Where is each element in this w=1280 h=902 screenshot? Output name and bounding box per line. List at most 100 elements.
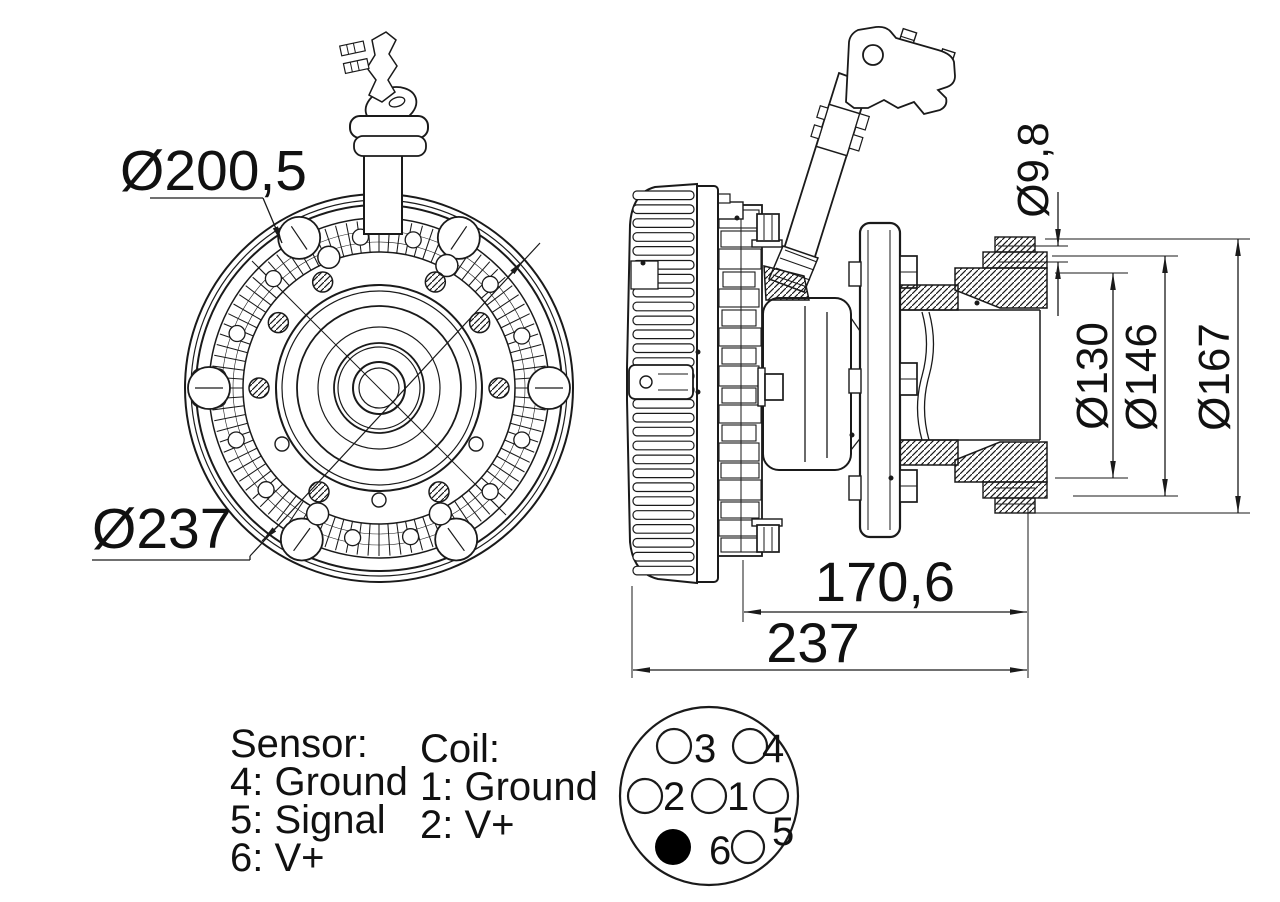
stack-component — [722, 271, 756, 288]
front-flange — [275, 284, 483, 492]
fin-line — [461, 254, 482, 281]
sensor-legend-line: 4: Ground — [230, 760, 408, 804]
pin-1-label: 1 — [727, 775, 749, 819]
side-fin — [632, 454, 695, 465]
rivet-circle — [428, 502, 453, 526]
fin-line — [513, 365, 546, 371]
dim-bolt-circle-label: Ø130 — [1068, 322, 1117, 430]
fin-line — [252, 276, 278, 299]
fin-line — [214, 414, 246, 422]
stack-component — [720, 462, 760, 479]
stack-component — [718, 479, 762, 501]
fin-line — [468, 489, 491, 515]
dim-hole-label: Ø9,8 — [1009, 122, 1058, 217]
side-fin — [632, 523, 695, 534]
rivet-circle — [257, 481, 275, 499]
pin-2-label: 2 — [663, 775, 685, 819]
screw-slot — [447, 527, 465, 552]
center-bolt-stack — [715, 204, 784, 557]
dimension-fin-diameter: Ø200,5 — [120, 139, 307, 244]
side-fin — [632, 343, 695, 354]
rivet-circle — [481, 275, 499, 293]
pin-4 — [731, 727, 769, 765]
screw-slot — [450, 225, 468, 250]
side-fin — [632, 440, 695, 451]
pin-key-filled — [655, 829, 691, 865]
fin-line — [216, 344, 248, 354]
side-fin — [632, 565, 695, 576]
reference-dots — [640, 215, 980, 481]
side-fin — [632, 426, 695, 437]
stack-component — [721, 424, 757, 442]
dim-pilot-label: Ø146 — [1117, 323, 1166, 431]
connector-pinout: 3 4 2 1 5 6 — [618, 705, 800, 887]
screw-slot — [293, 527, 311, 552]
coil-legend-title: Coil: — [420, 727, 500, 771]
fin-line — [500, 447, 530, 463]
pilot-flange-bottom — [982, 481, 1048, 499]
stack-component — [718, 404, 762, 424]
rivet-circle — [481, 483, 499, 501]
pin-6-label: 6 — [709, 829, 731, 873]
rivet-circle — [305, 502, 330, 526]
dimension-depth: 170,6 — [742, 508, 1029, 678]
side-fin — [632, 496, 695, 506]
stack-component — [718, 248, 762, 270]
fin-line — [486, 470, 513, 491]
rivet-circle — [228, 324, 246, 343]
dim-depth-label: 170,6 — [815, 550, 955, 613]
dimension-total-width: 237 — [631, 586, 1027, 678]
dim-flange-label: Ø167 — [1190, 323, 1239, 431]
fin-line — [335, 519, 345, 551]
fin-line — [228, 447, 258, 463]
stack-component — [718, 288, 760, 308]
fin-line — [510, 422, 542, 432]
fin-line — [512, 414, 544, 422]
hub-cross-section — [899, 236, 1048, 514]
coil-legend-line: 1: Ground — [420, 765, 598, 809]
bolt-hole-hatched — [311, 271, 334, 293]
fin-line — [513, 405, 546, 411]
fin-line — [245, 470, 272, 491]
small-hole — [274, 436, 290, 452]
side-fin — [632, 190, 695, 201]
side-fin — [632, 398, 695, 409]
stack-component — [720, 501, 760, 519]
fin-line — [491, 294, 519, 313]
fin-line — [345, 223, 353, 255]
fin-line — [228, 313, 258, 329]
fin-line — [496, 303, 525, 321]
mounting-bracket — [845, 25, 956, 116]
rivet-circle — [227, 431, 245, 449]
rivet-circle — [513, 327, 531, 345]
pilot-flange-top — [982, 251, 1048, 269]
pin-4-label: 4 — [762, 727, 784, 771]
fin-line — [335, 225, 345, 257]
fin-line — [267, 489, 290, 515]
bottom-bolt — [756, 524, 780, 553]
screw-slot — [290, 225, 308, 250]
side-fin — [632, 315, 695, 326]
bolt-hole-hatched — [424, 271, 447, 293]
top-bolt — [756, 213, 780, 242]
fin-line — [461, 495, 482, 522]
front-plate — [693, 185, 744, 583]
fin-line — [367, 523, 371, 556]
side-fin — [632, 510, 695, 520]
stack-component — [721, 387, 757, 404]
fin-line — [212, 405, 245, 411]
side-fin — [632, 232, 695, 242]
fin-line — [396, 522, 402, 555]
pin-1 — [690, 777, 728, 815]
arm-clamp — [810, 103, 871, 157]
front-view: Ø200,5 Ø237 — [92, 31, 574, 583]
bolt-hole-hatched — [308, 481, 330, 503]
bolt-hole-hatched — [468, 311, 491, 334]
fin-ring-hardware — [187, 215, 571, 562]
sensor-legend-line: 5: Signal — [230, 798, 386, 842]
middle-bolt — [764, 373, 784, 401]
fan-flange-disc — [848, 221, 918, 539]
side-fin — [632, 246, 695, 256]
